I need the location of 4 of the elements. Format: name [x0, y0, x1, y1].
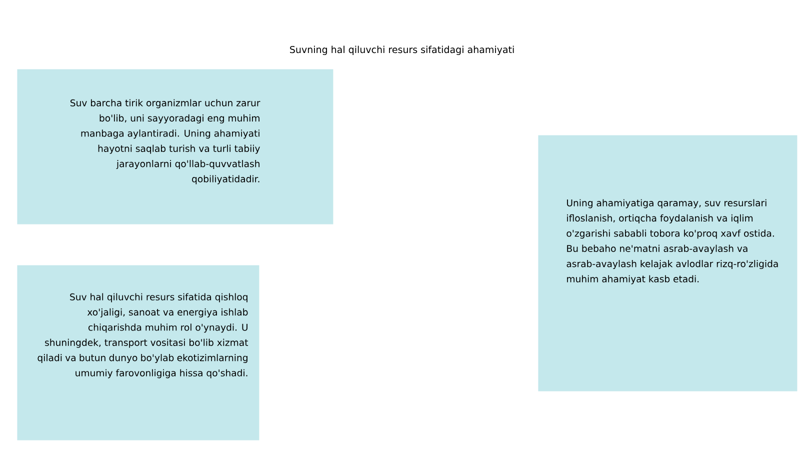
- title: Suvning hal qiluvchi resurs sifatidagi ahamiyati: [290, 46, 514, 55]
- text-box: Suv hal qiluvchi resurs sifatida qishloq xo'jaligi, sanoat va energiya ishlab chiqarishda muhim rol o'ynaydi. U shuningdek, transport vositasi bo'lib xizmat qiladi va butun dunyo bo'ylab ekotizimlarning umumiy farovonligiga hissa qo'shadi.: [17, 265, 260, 440]
- text-box: Suv barcha tirik organizmlar uchun zarur bo'lib, uni sayyoradagi eng muhim manbaga aylantiradi. Uning ahamiyati hayotni saqlab turish va turli tabiiy jarayonlarni qo'llab-quvvatlash qobiliyatidadir.: [17, 69, 334, 224]
- text-box: Uning ahamiyatiga qaramay, suv resurslari ifloslanish, ortiqcha foydalanish va iqlim o'zgarishi sababli tobora ko'proq xavf ostida. Bu bebaho ne'matni asrab-avaylash va asrab-avaylash kelajak avlodlar rizq-ro'zligida muhim ahamiyat kasb etadi.: [538, 135, 798, 392]
